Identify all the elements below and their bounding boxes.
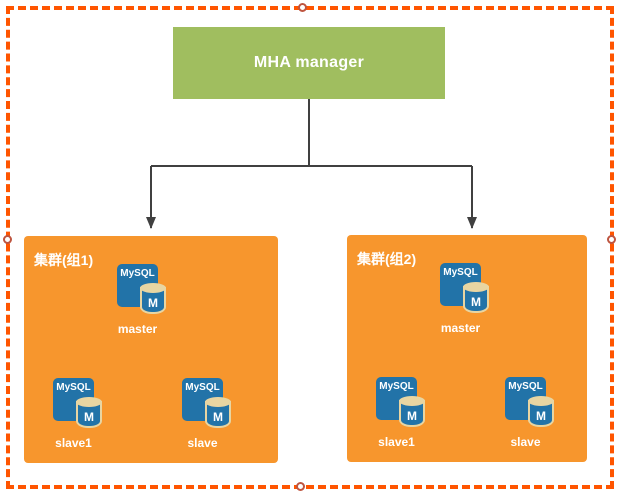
cylinder-top xyxy=(399,396,425,406)
mysql-icon-label: MySQL xyxy=(120,268,155,279)
node-master[interactable]: MySQL M master xyxy=(440,263,489,335)
node-label: slave xyxy=(187,436,218,450)
mysql-icon-label: MySQL xyxy=(443,267,478,278)
database-cylinder-icon: M xyxy=(205,397,231,428)
mysql-icon: MySQL M xyxy=(182,378,231,428)
mysql-icon: MySQL M xyxy=(376,377,425,427)
cylinder-m-label: M xyxy=(407,409,417,423)
mysql-icon: MySQL M xyxy=(505,377,554,427)
cylinder-top xyxy=(76,397,102,407)
mysql-icon-label: MySQL xyxy=(508,381,543,392)
cylinder-top xyxy=(528,396,554,406)
mysql-icon: MySQL M xyxy=(440,263,489,313)
mysql-icon-label: MySQL xyxy=(379,381,414,392)
node-label: slave1 xyxy=(378,435,415,449)
mha-manager-label: MHA manager xyxy=(253,54,365,71)
mysql-icon: MySQL M xyxy=(117,264,166,314)
mysql-icon-label: MySQL xyxy=(185,382,220,393)
database-cylinder-icon: M xyxy=(528,396,554,427)
node-label: slave1 xyxy=(55,436,92,450)
node-slave[interactable]: MySQL M slave xyxy=(182,378,231,450)
node-label: master xyxy=(440,321,481,335)
resize-handle-top[interactable] xyxy=(298,3,307,12)
cylinder-top xyxy=(140,283,166,293)
node-slave1[interactable]: MySQL M slave1 xyxy=(376,377,425,449)
database-cylinder-icon: M xyxy=(463,282,489,313)
node-master[interactable]: MySQL M master xyxy=(117,264,166,336)
cylinder-m-label: M xyxy=(84,410,94,424)
cluster-group1-title: 集群(组1) xyxy=(34,252,94,268)
cluster-group2-box[interactable]: 集群(组2) MySQL M master MySQL xyxy=(347,235,587,462)
cylinder-m-label: M xyxy=(536,409,546,423)
node-slave1[interactable]: MySQL M slave1 xyxy=(53,378,102,450)
database-cylinder-icon: M xyxy=(399,396,425,427)
mysql-icon-label: MySQL xyxy=(56,382,91,393)
cylinder-m-label: M xyxy=(471,295,481,309)
node-slave[interactable]: MySQL M slave xyxy=(505,377,554,449)
cylinder-m-label: M xyxy=(213,410,223,424)
cluster-group2-title: 集群(组2) xyxy=(357,251,417,267)
cylinder-top xyxy=(463,282,489,292)
resize-handle-left[interactable] xyxy=(3,235,12,244)
mysql-icon: MySQL M xyxy=(53,378,102,428)
resize-handle-right[interactable] xyxy=(607,235,616,244)
cluster-group1-box[interactable]: 集群(组1) MySQL M master MySQL xyxy=(24,236,278,463)
resize-handle-bottom[interactable] xyxy=(296,482,305,491)
database-cylinder-icon: M xyxy=(76,397,102,428)
selection-border[interactable] xyxy=(6,6,614,489)
node-label: master xyxy=(117,322,158,336)
node-label: slave xyxy=(510,435,541,449)
cylinder-m-label: M xyxy=(148,296,158,310)
cylinder-top xyxy=(205,397,231,407)
database-cylinder-icon: M xyxy=(140,283,166,314)
mha-manager-node[interactable]: MHA manager xyxy=(173,27,445,99)
